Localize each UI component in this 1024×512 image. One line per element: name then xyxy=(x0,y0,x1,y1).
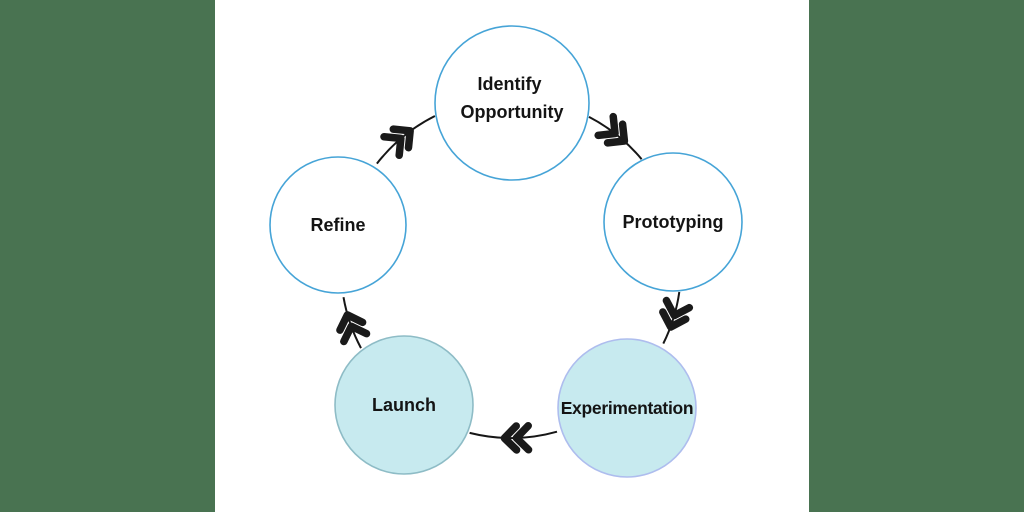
arrow-experimentation-to-launch-icon xyxy=(500,422,533,454)
node-label-line-2: Opportunity xyxy=(461,102,564,122)
node-label-experimentation: Experimentation xyxy=(561,398,694,418)
arrow-refine-to-identify-icon xyxy=(380,125,414,160)
arrow-prototyping-to-experimentation-icon xyxy=(659,296,694,331)
right-frame-bar xyxy=(809,0,1024,512)
node-experimentation: Experimentation xyxy=(557,338,697,478)
node-refine: Refine xyxy=(269,156,407,294)
node-launch: Launch xyxy=(334,335,474,475)
arrow-launch-to-refine-icon xyxy=(336,311,371,346)
node-label-identify-opportunity: Identify Opportunity xyxy=(461,74,564,122)
left-frame-bar xyxy=(0,0,215,512)
node-identify-opportunity-circle xyxy=(434,25,590,181)
node-identify-opportunity: Identify Opportunity xyxy=(434,25,590,181)
node-label-prototyping: Prototyping xyxy=(623,212,724,232)
node-label-refine: Refine xyxy=(310,215,365,235)
flow-arrows xyxy=(336,112,694,454)
node-prototyping: Prototyping xyxy=(603,152,743,292)
node-prototyping-circle xyxy=(603,152,743,292)
arrow-identify-to-prototyping-icon xyxy=(594,112,629,147)
node-label-launch: Launch xyxy=(372,395,436,415)
node-experimentation-circle xyxy=(557,338,697,478)
node-launch-circle xyxy=(334,335,474,475)
node-refine-circle xyxy=(269,156,407,294)
node-label-line-1: Identify xyxy=(477,74,541,94)
